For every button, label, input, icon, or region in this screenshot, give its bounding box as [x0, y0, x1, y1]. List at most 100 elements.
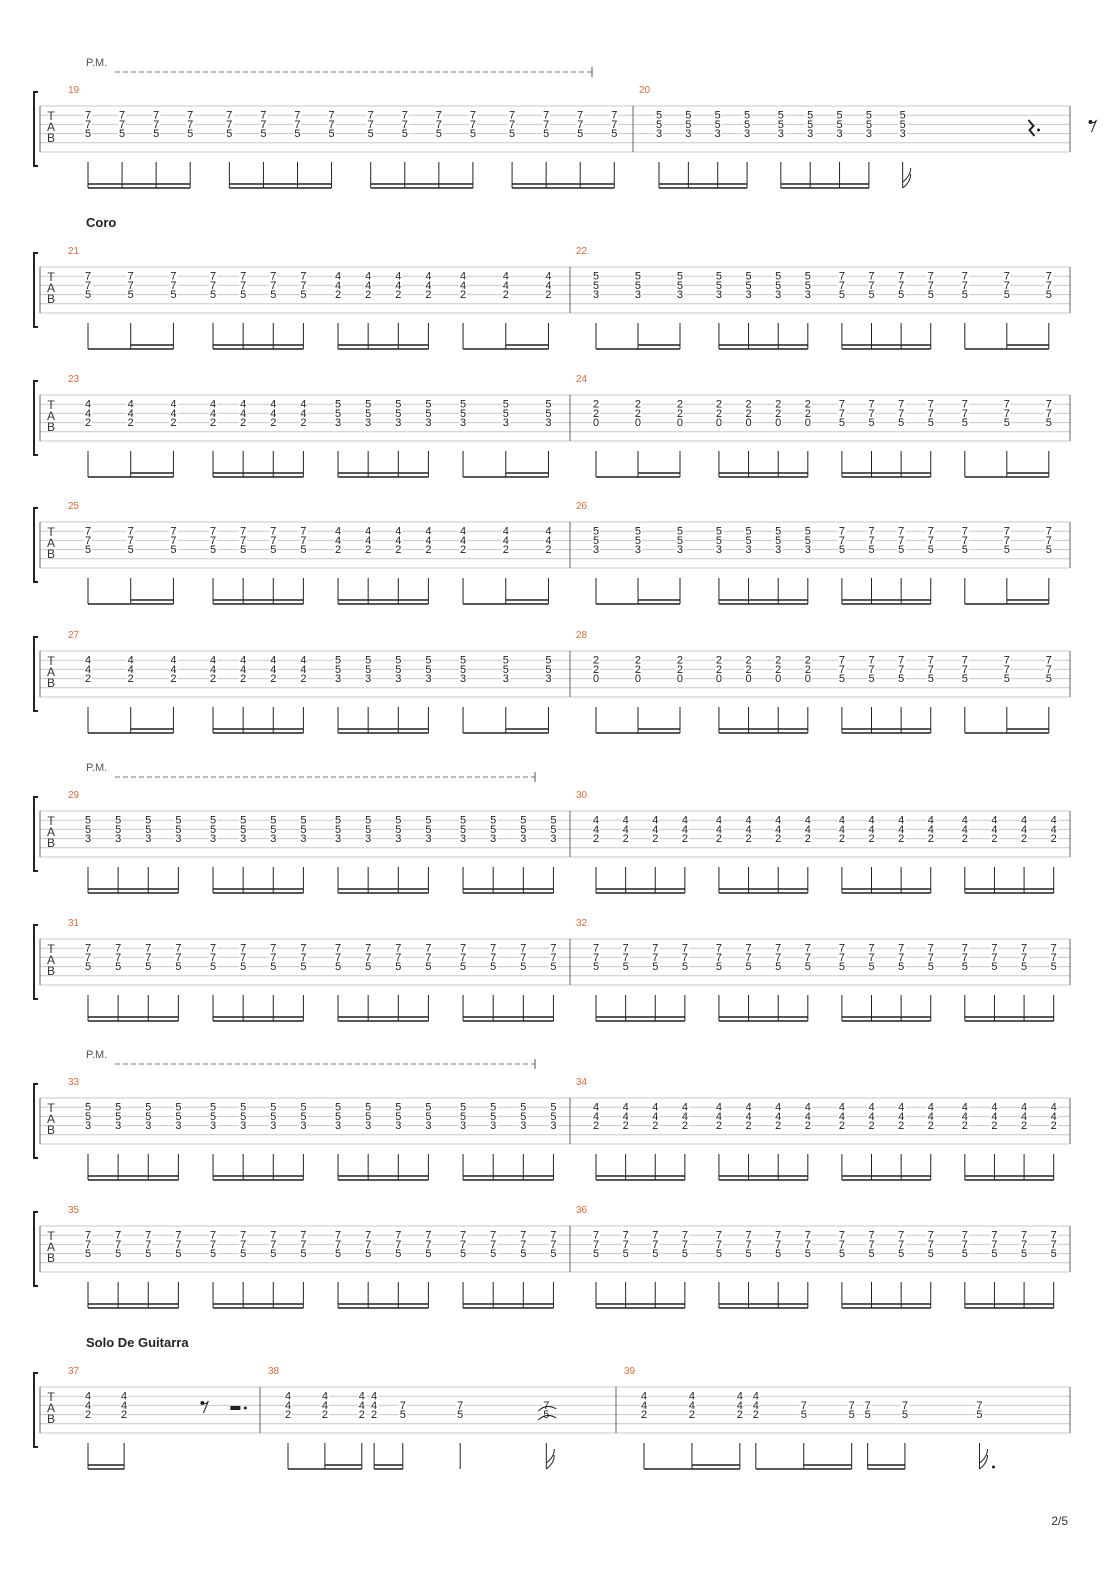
fret-number: 5 [490, 961, 496, 973]
fret-bg [592, 270, 600, 281]
fret-bg [549, 823, 558, 834]
fret-number: 4 [170, 399, 176, 411]
fret-bg [544, 534, 553, 545]
fret-bg [837, 833, 846, 844]
fret-bg [803, 833, 812, 844]
fret-number: 2 [1051, 1120, 1057, 1132]
fret-number: 5 [1004, 289, 1010, 301]
fret-bg [394, 833, 403, 844]
fret-bg [334, 1120, 343, 1131]
fret-bg [837, 1120, 846, 1131]
fret-number: 5 [240, 815, 246, 827]
fret-bg [863, 1409, 872, 1420]
system-bracket [33, 1372, 38, 1448]
fret-bg [714, 417, 723, 428]
fret-bg [501, 654, 510, 665]
fret-number: 5 [1046, 673, 1052, 685]
fret-number: 2 [545, 544, 551, 556]
fret-number: 5 [991, 1248, 997, 1260]
fret-bg [837, 663, 846, 674]
fret-bg [713, 109, 722, 120]
fret-bg [424, 1101, 433, 1112]
fret-number: 5 [365, 1248, 371, 1260]
fret-bg [299, 1238, 308, 1249]
fret-bg [357, 1409, 366, 1420]
fret-bg [960, 942, 969, 953]
fret-bg [897, 270, 906, 281]
fret-number: 4 [365, 526, 371, 538]
fret-bg [152, 128, 161, 139]
fret-bg [84, 663, 92, 674]
fret-bg [239, 534, 248, 545]
fret-number: 2 [775, 399, 781, 411]
measure-number: 26 [576, 501, 588, 512]
system-bracket [33, 91, 38, 167]
tab-clef-letter: A [47, 825, 55, 839]
fret-bg [209, 544, 218, 555]
fret-bg [960, 544, 969, 555]
fret-number: 5 [1004, 673, 1010, 685]
fret-bg [542, 128, 551, 139]
fret-bg [960, 525, 969, 536]
fret-number: 7 [746, 1239, 752, 1251]
fret-bg [459, 814, 468, 825]
fret-number: 5 [175, 1102, 181, 1114]
fret-number: 3 [716, 289, 722, 301]
fret-bg [239, 663, 248, 674]
fret-bg [120, 1390, 129, 1401]
fret-number: 7 [170, 280, 176, 292]
fret-number: 7 [898, 399, 904, 411]
fret-number: 5 [460, 664, 466, 676]
fret-number: 7 [868, 399, 874, 411]
fret-number: 2 [300, 417, 306, 429]
fret-number: 4 [1021, 1111, 1027, 1123]
fret-number: 5 [460, 1248, 466, 1260]
fret-number: 5 [898, 961, 904, 973]
fret-number: 5 [839, 544, 845, 556]
fret-bg [459, 654, 468, 665]
fret-bg [926, 1238, 935, 1249]
fret-bg [174, 1238, 183, 1249]
fret-bg [299, 1120, 308, 1131]
fret-number: 2 [503, 544, 509, 556]
fret-bg [610, 128, 619, 139]
fret-number: 5 [593, 280, 599, 292]
fret-bg [269, 673, 278, 684]
fret-number: 7 [716, 1239, 722, 1251]
half-rest [230, 1406, 241, 1410]
fret-bg [364, 544, 373, 555]
fret-bg [744, 417, 753, 428]
fret-number: 5 [270, 815, 276, 827]
fret-number: 7 [928, 943, 934, 955]
fret-number: 5 [898, 544, 904, 556]
fret-bg [651, 814, 660, 825]
fret-number: 3 [395, 417, 401, 429]
fret-bg [459, 289, 468, 300]
fret-bg [744, 1101, 753, 1112]
fret-number: 2 [335, 289, 341, 301]
fret-number: 7 [928, 280, 934, 292]
fret-bg [269, 951, 278, 962]
fret-number: 5 [335, 1248, 341, 1260]
fret-bg [680, 814, 689, 825]
fret-number: 5 [1021, 961, 1027, 973]
fret-number: 5 [240, 1111, 246, 1123]
fret-number: 5 [395, 1111, 401, 1123]
fret-number: 7 [839, 943, 845, 955]
fret-number: 4 [170, 664, 176, 676]
fret-bg [364, 654, 373, 665]
fret-number: 5 [425, 664, 431, 676]
fret-bg [774, 1238, 783, 1249]
fret-bg [592, 961, 600, 972]
fret-bg [489, 961, 498, 972]
fret-number: 5 [775, 535, 781, 547]
fret-number: 5 [545, 399, 551, 411]
fret-number: 7 [991, 952, 997, 964]
fret-bg [334, 279, 343, 290]
fret-bg [633, 673, 642, 684]
fret-number: 5 [550, 824, 556, 836]
fret-number: 5 [746, 961, 752, 973]
fret-number: 7 [335, 943, 341, 955]
fret-number: 5 [460, 1102, 466, 1114]
fret-bg [1002, 279, 1011, 290]
